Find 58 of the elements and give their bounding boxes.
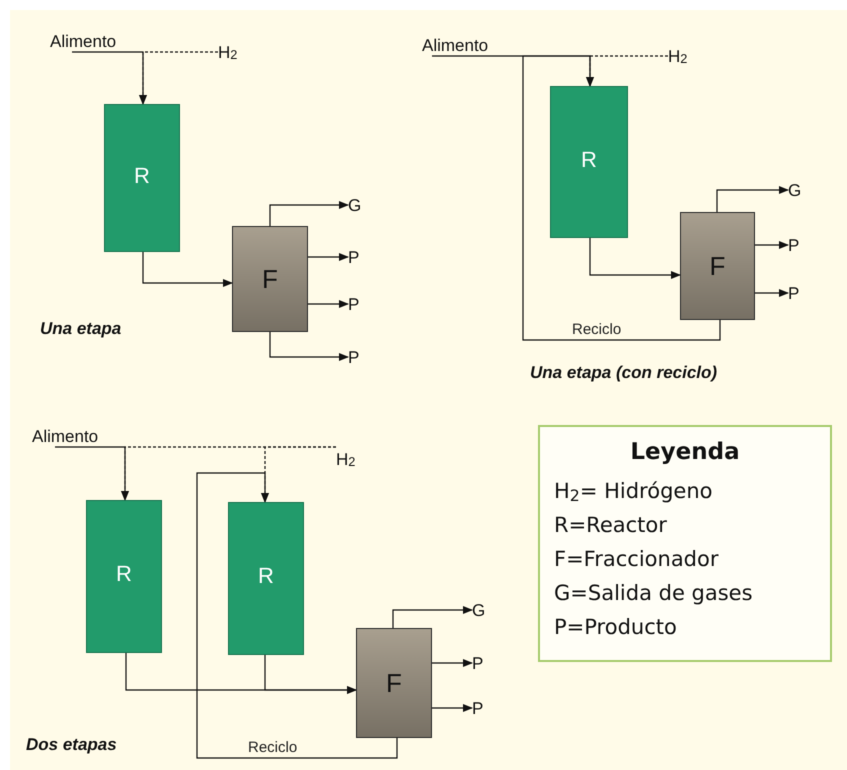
fractionator-column	[356, 628, 432, 738]
flow-arrow	[432, 659, 473, 667]
flow-arrow	[589, 238, 681, 279]
gas-output-label: G	[472, 598, 494, 622]
legend-entry: H$_{2}$= Hidrógeno	[554, 478, 714, 508]
product-label: P	[472, 696, 494, 720]
fractionator-label: F	[262, 262, 278, 296]
flow-arrow	[755, 241, 789, 249]
gas-output-label: G	[348, 193, 370, 217]
flow-arrow	[308, 253, 349, 261]
flow-arrow	[392, 606, 473, 628]
product-label: P	[348, 292, 370, 316]
hydrogen-label: H$_{2}$	[336, 447, 368, 471]
reactor-vessel	[228, 502, 304, 655]
fractionator-column	[232, 226, 308, 332]
legend-entry: F=Fraccionador	[554, 546, 720, 572]
dashed-arrow	[139, 51, 218, 105]
product-label: P	[788, 281, 810, 305]
reactor-vessel	[86, 500, 162, 653]
flow-arrow	[264, 655, 357, 694]
diagram-caption: Una etapa	[40, 319, 122, 338]
flow-arrow	[716, 186, 789, 212]
edge-label: Reciclo	[572, 321, 622, 338]
legend-entry: R=Reactor	[554, 512, 668, 538]
reactor-label: R	[116, 560, 132, 588]
flow-arrow	[522, 55, 721, 341]
feed-label: Alimento	[50, 30, 132, 52]
flow-arrow	[432, 704, 473, 712]
fractionator-label: F	[386, 666, 402, 700]
reactor-label: R	[258, 562, 274, 590]
flow-arrow	[269, 332, 349, 361]
flow-arrow	[142, 252, 233, 287]
product-label: P	[348, 245, 370, 269]
product-label: P	[788, 233, 810, 257]
reactor-label: R	[581, 146, 597, 174]
gas-output-label: G	[788, 178, 810, 202]
flow-arrow	[269, 201, 349, 226]
legend-title: Leyenda	[630, 438, 740, 467]
legend-box	[538, 425, 832, 662]
reactor-vessel	[104, 104, 180, 252]
legend-entry: G=Salida de gases	[554, 580, 754, 606]
edge-label: Reciclo	[248, 739, 298, 756]
feed-label: Alimento	[422, 34, 504, 56]
diagram-caption: Una etapa (con reciclo)	[530, 363, 718, 382]
hydrogen-label: H$_{2}$	[668, 45, 698, 67]
legend-entry: P=Producto	[554, 614, 678, 640]
reactor-label: R	[134, 162, 150, 190]
reactor-vessel	[550, 86, 628, 238]
flow-arrow	[308, 300, 349, 308]
diagram-caption: Dos etapas	[26, 735, 117, 754]
product-label: P	[472, 651, 494, 675]
feed-label: Alimento	[32, 425, 114, 447]
product-label: P	[348, 345, 370, 369]
flow-arrow	[755, 289, 789, 297]
fractionator-label: F	[710, 250, 726, 282]
hydrogen-label: H$_{2}$	[218, 41, 248, 63]
flow-arrow	[196, 472, 398, 759]
fractionator-column	[680, 212, 755, 320]
